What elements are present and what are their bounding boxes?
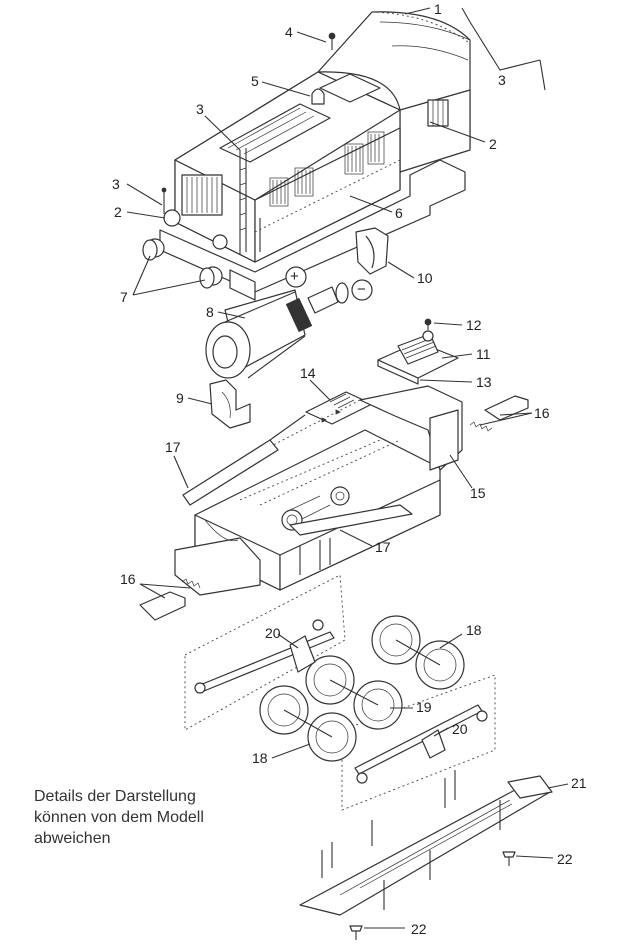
note-line-1: Details der Darstellung: [34, 788, 196, 805]
label-part-3-rail: 3: [196, 101, 204, 117]
label-part-16-right: 16: [534, 405, 550, 421]
label-part-15: 15: [470, 485, 486, 501]
label-part-17-lower: 17: [375, 539, 391, 555]
hood-body-part: [142, 32, 466, 301]
label-part-18-lower: 18: [252, 750, 268, 766]
cab-roof-part: [317, 11, 471, 173]
wheels-part: [259, 615, 465, 762]
note-line-2: können von dem Modell: [34, 809, 204, 826]
label-part-4: 4: [285, 24, 293, 40]
label-part-21: 21: [571, 775, 587, 791]
label-part-16-left: 16: [120, 571, 136, 587]
label-part-11: 11: [476, 346, 491, 362]
label-part-3-cab: 3: [498, 72, 506, 88]
motor-bracket-part: [355, 227, 389, 275]
label-part-2-front: 2: [114, 204, 122, 220]
note-line-3: abweichen: [34, 830, 111, 847]
label-part-22-bottom: 22: [411, 921, 427, 937]
label-part-18-upper: 18: [466, 622, 482, 638]
leader-lines: [126, 7, 569, 929]
screw-part: [349, 851, 516, 940]
label-part-6: 6: [395, 205, 403, 221]
label-part-1: 1: [434, 1, 442, 17]
plus-symbol: +: [290, 268, 299, 285]
minus-symbol: −: [357, 281, 366, 298]
side-rod-part: [194, 619, 488, 784]
label-part-12: 12: [466, 317, 482, 333]
label-part-8: 8: [206, 304, 214, 320]
label-part-19: 19: [416, 699, 432, 715]
decoder-plate-part: [305, 391, 373, 425]
label-part-22-right: 22: [557, 851, 573, 867]
label-part-20-lower: 20: [452, 721, 468, 737]
label-part-13: 13: [476, 374, 492, 390]
coupler-spring-left-part: [139, 578, 201, 621]
label-part-14: 14: [300, 365, 316, 381]
label-part-20-upper: 20: [265, 625, 281, 641]
coupler-spring-right-part: [469, 395, 529, 432]
disclaimer-note: Details der Darstellung können von dem M…: [34, 786, 204, 849]
label-part-2-rear: 2: [489, 136, 497, 152]
label-part-9: 9: [176, 390, 184, 406]
circuit-board-part: [377, 318, 459, 385]
coupling-rod-part: [182, 414, 413, 575]
label-part-10: 10: [417, 270, 433, 286]
label-part-5: 5: [251, 73, 259, 89]
motor-part: [205, 266, 373, 379]
label-part-3-post: 3: [112, 176, 120, 192]
base-plate-part: [299, 770, 553, 916]
label-part-17-upper: 17: [165, 439, 181, 455]
wheelset-box-rear: [184, 574, 346, 731]
label-part-7: 7: [120, 289, 128, 305]
bracket-clip-part: [209, 379, 251, 429]
